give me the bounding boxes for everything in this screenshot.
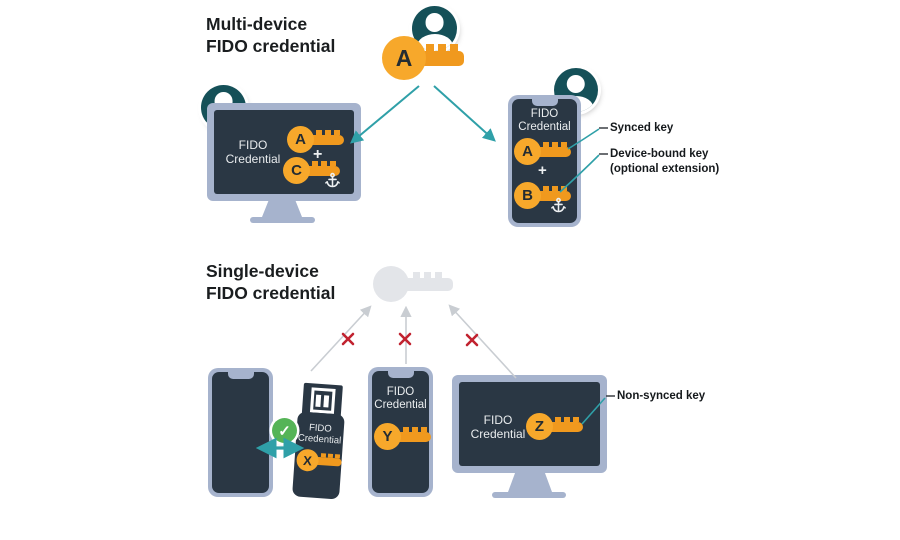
fido-credential-label: FIDO Credential	[225, 138, 281, 166]
title-line: Multi-device	[206, 14, 308, 34]
x-marks	[341, 332, 479, 347]
non-synced-key-z-icon: Z	[526, 413, 584, 440]
synced-key-a-icon: A	[287, 126, 345, 153]
x-mark-icon	[465, 333, 479, 347]
fido-credential-label: FIDO Credential	[374, 386, 427, 411]
phone-screen	[212, 372, 269, 493]
fido-credential-label: FIDO Credential	[470, 413, 526, 441]
annotation-device-bound-key: Device-bound key (optional extension)	[610, 148, 720, 175]
anchor-icon	[324, 172, 341, 194]
x-mark-icon	[341, 332, 355, 346]
non-synced-key-y-icon: Y	[374, 423, 432, 450]
sync-arrow-to-desktop	[350, 85, 420, 144]
phone-screen: FIDO Credential Y	[372, 371, 432, 493]
annotation-synced-key: Synced key	[610, 122, 674, 134]
monitor-screen: FIDO Credential A + C	[214, 110, 354, 194]
avatar-head	[425, 12, 444, 32]
unavailable-key-icon	[373, 266, 455, 302]
check-icon: ✓	[272, 418, 297, 443]
title-line: FIDO credential	[206, 36, 336, 56]
blocked-arrow-desktop	[448, 304, 517, 379]
monitor-stand	[262, 201, 302, 217]
device-bound-key-c-icon: C	[283, 157, 341, 184]
desktop-multi-device: FIDO Credential A + C	[207, 103, 361, 224]
title-line: Single-device	[206, 261, 319, 281]
non-synced-key-x-icon: X	[295, 448, 343, 473]
usb-security-key: FIDO Credential X	[292, 382, 347, 500]
anchor-icon	[550, 197, 567, 219]
device-bound-key-b-icon: B	[514, 182, 572, 209]
usb-body: FIDO Credential X	[292, 411, 345, 500]
monitor-base	[250, 217, 315, 223]
phone-notch	[227, 372, 254, 379]
monitor-screen: FIDO Credential Z	[459, 382, 600, 466]
monitor-frame: FIDO Credential A + C	[207, 103, 361, 201]
phone-notch	[387, 371, 414, 378]
usb-port-icon	[309, 387, 336, 414]
sync-arrow-to-phone	[433, 85, 496, 142]
plus-sign: +	[538, 162, 547, 179]
monitor-frame: FIDO Credential Z	[452, 375, 607, 473]
annotation-non-synced-key: Non-synced key	[617, 390, 706, 402]
synced-key-a-icon: A	[514, 138, 572, 165]
desktop-single-device: FIDO Credential Z	[452, 375, 607, 501]
phone-screen: FIDO Credential A + B	[512, 99, 577, 223]
plus-sign: +	[313, 146, 323, 163]
x-mark-icon	[398, 332, 412, 346]
monitor-base	[492, 492, 566, 498]
section-title-single-device: Single-device FIDO credential	[206, 260, 335, 304]
phone-multi-device: FIDO Credential A + B	[508, 95, 581, 227]
phone-single-device: FIDO Credential Y	[368, 367, 433, 497]
section-title-multi-device: Multi-device FIDO credential	[206, 13, 335, 57]
monitor-stand	[508, 473, 552, 492]
master-key-letter: A	[382, 36, 426, 80]
fido-credential-label: FIDO Credential	[518, 108, 571, 133]
fido-credential-label: FIDO Credential	[297, 422, 342, 447]
blocked-arrow-usb	[310, 305, 372, 372]
phone-empty	[208, 368, 273, 497]
phone-notch	[531, 99, 558, 106]
title-line: FIDO credential	[206, 283, 336, 303]
master-key-icon: A	[382, 36, 466, 80]
